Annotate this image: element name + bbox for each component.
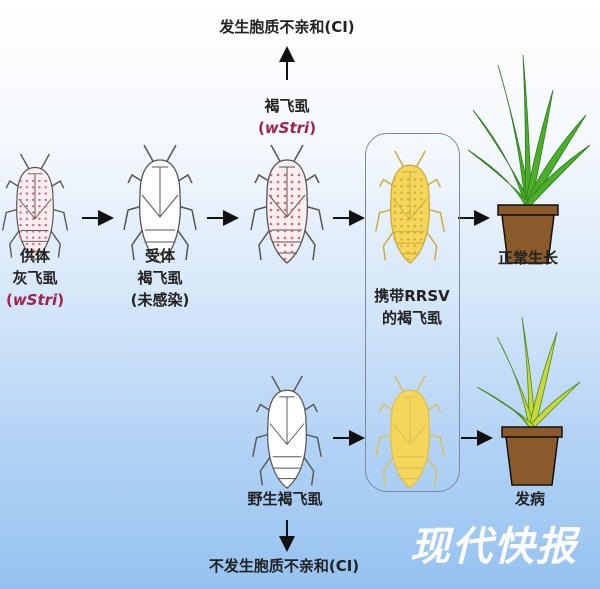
healthy-rice-plant [467, 54, 591, 264]
infected-bph-insect [250, 144, 324, 264]
pot-body [505, 436, 559, 486]
diseased-rice-plant [476, 316, 581, 486]
pot-rim [501, 426, 563, 438]
rrsv-carrier-insect-bottom [375, 375, 445, 489]
infected-bph-label: 褐飞虱 [264, 97, 310, 115]
rrsv-carrier-box [365, 133, 460, 492]
wild-bph-label: 野生褐飞虱 [247, 490, 323, 508]
infected-bph-strain: (wStri) [257, 119, 317, 137]
recipient-label: 受体褐飞虱(未感染) [130, 247, 190, 309]
donor-smbph-insect [1, 153, 69, 261]
rrsv-carrier-insect-top [375, 150, 445, 264]
pot-body [501, 214, 555, 264]
healthy-result-label: 正常生长 [497, 249, 559, 267]
ci-outcome-label: 发生胞质不亲和(CI) [219, 18, 355, 36]
donor-label: 供体灰飞虱 (wStri) [5, 247, 65, 309]
pot-rim [497, 204, 559, 216]
no-ci-outcome-label: 不发生胞质不亲和(CI) [208, 557, 360, 575]
disease-result-label: 发病 [514, 490, 546, 508]
wild-bph-insect [252, 375, 322, 489]
watermark-logo: 现代快报 [410, 523, 578, 570]
recipient-bph-insect [123, 144, 197, 264]
